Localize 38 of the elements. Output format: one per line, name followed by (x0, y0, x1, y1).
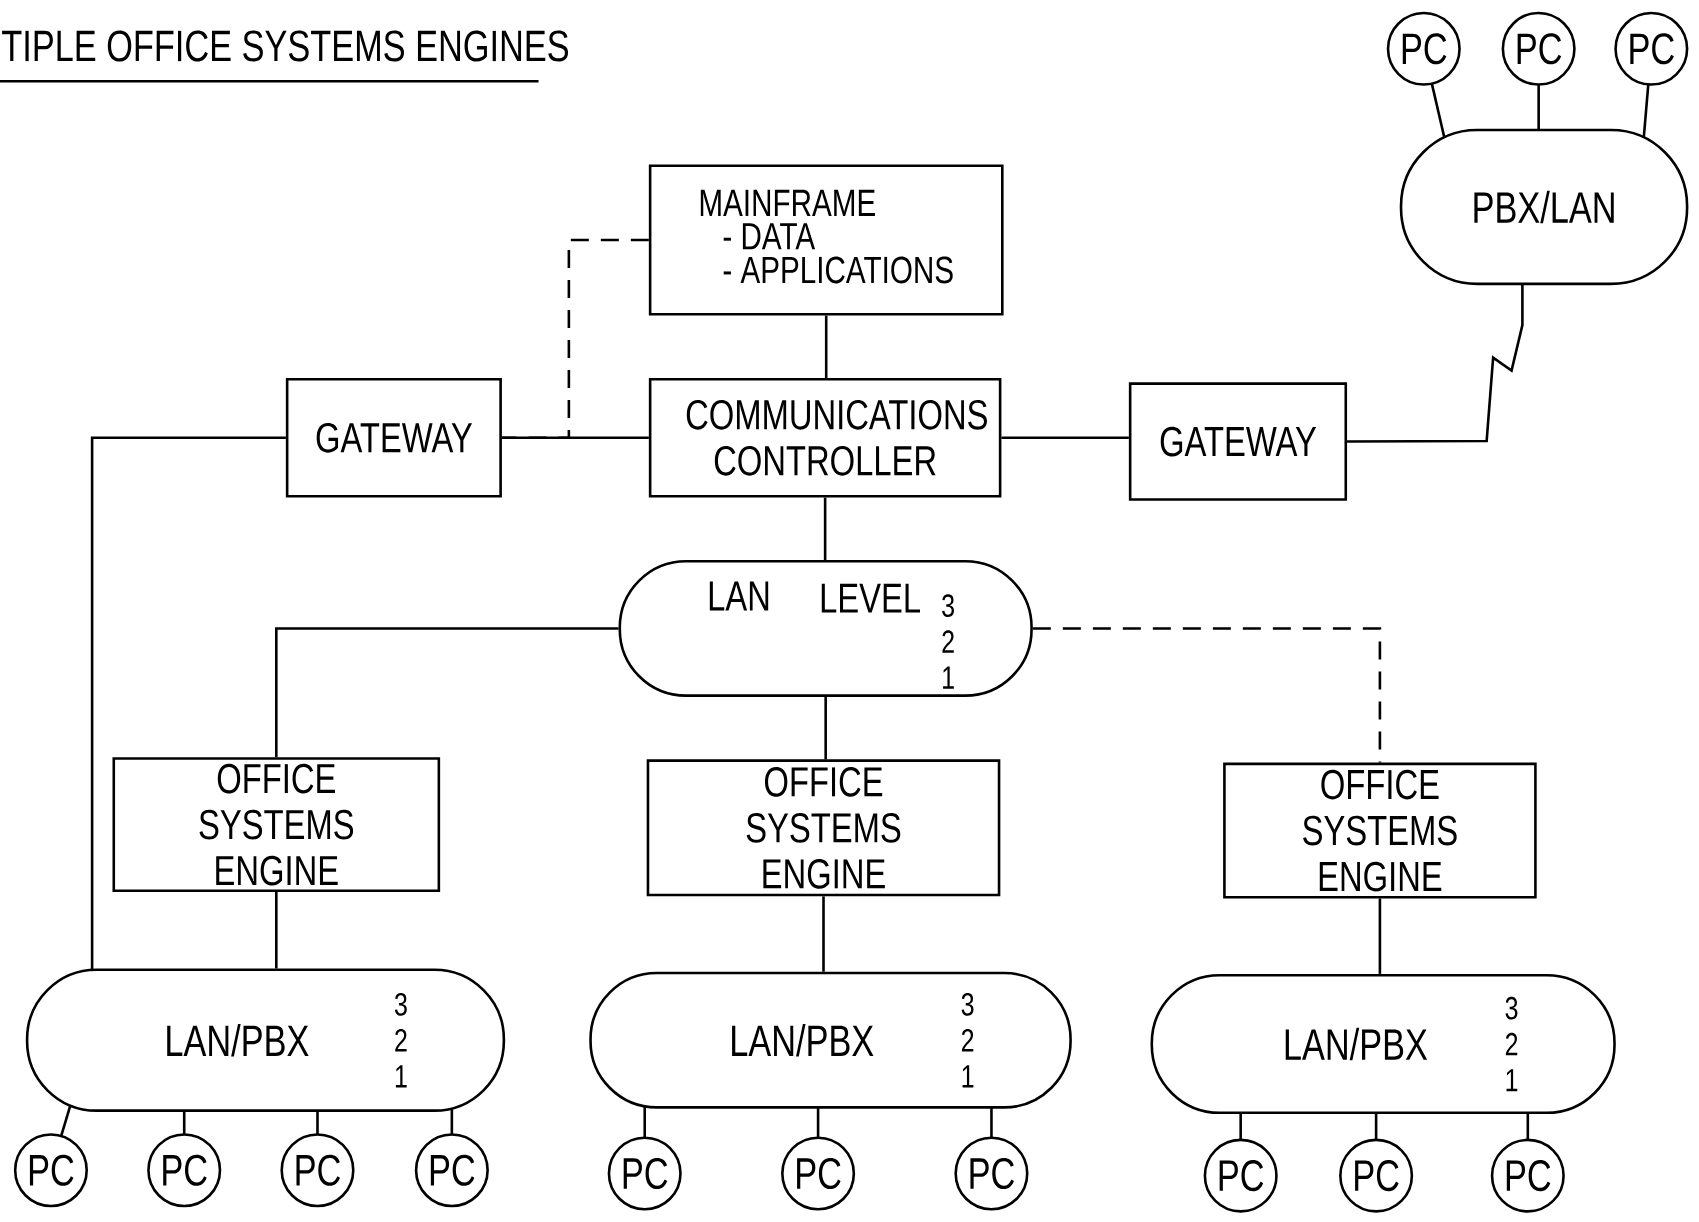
process-box: COMMUNICATIONS CONTROLLER (648, 377, 1002, 498)
process-box: OFFICE SYSTEMS ENGINE (646, 759, 1001, 897)
connector-line (1032, 627, 1382, 763)
connector-line (182, 1110, 186, 1135)
network-pill: LAN/PBX 3 2 1 (1150, 973, 1616, 1114)
connector-line (1378, 898, 1382, 974)
process-box: MAINFRAME - DATA - APPLICATIONS (648, 164, 1004, 316)
connector-line (1347, 283, 1524, 443)
network-pill: LAN/PBX 3 2 1 (25, 968, 506, 1112)
connector-line (816, 1107, 820, 1138)
connector-line (1642, 84, 1650, 138)
network-pill: PBX/LAN (1399, 128, 1689, 286)
connector-line (823, 497, 827, 560)
connector-line (316, 1110, 319, 1135)
connector-line (643, 1106, 646, 1138)
process-box: GATEWAY (1128, 382, 1348, 501)
connector-line (275, 891, 278, 969)
connector-line (824, 315, 828, 378)
connector-line (1374, 1112, 1378, 1140)
connector-line (1239, 1112, 1242, 1140)
connector-line (501, 436, 649, 439)
connector-line (822, 896, 825, 972)
connector-line (59, 1104, 72, 1137)
title: TIPLE OFFICE SYSTEMS ENGINES (2, 30, 569, 62)
connector-line (1430, 83, 1446, 138)
connector-line (824, 696, 827, 760)
connector-line (90, 436, 286, 970)
connector-line (275, 627, 619, 758)
process-box: GATEWAY (285, 377, 502, 498)
connector-line (1526, 1112, 1530, 1140)
network-pill: LAN LEVEL 3 2 1 (618, 559, 1033, 697)
connector-line (990, 1107, 993, 1138)
connector-line (1537, 84, 1540, 130)
connector-line (450, 1108, 454, 1135)
connector-line (1001, 436, 1129, 439)
process-box: OFFICE SYSTEMS ENGINE (112, 757, 441, 892)
network-pill: LAN/PBX 3 2 1 (589, 971, 1072, 1109)
process-box: OFFICE SYSTEMS ENGINE (1223, 762, 1537, 899)
